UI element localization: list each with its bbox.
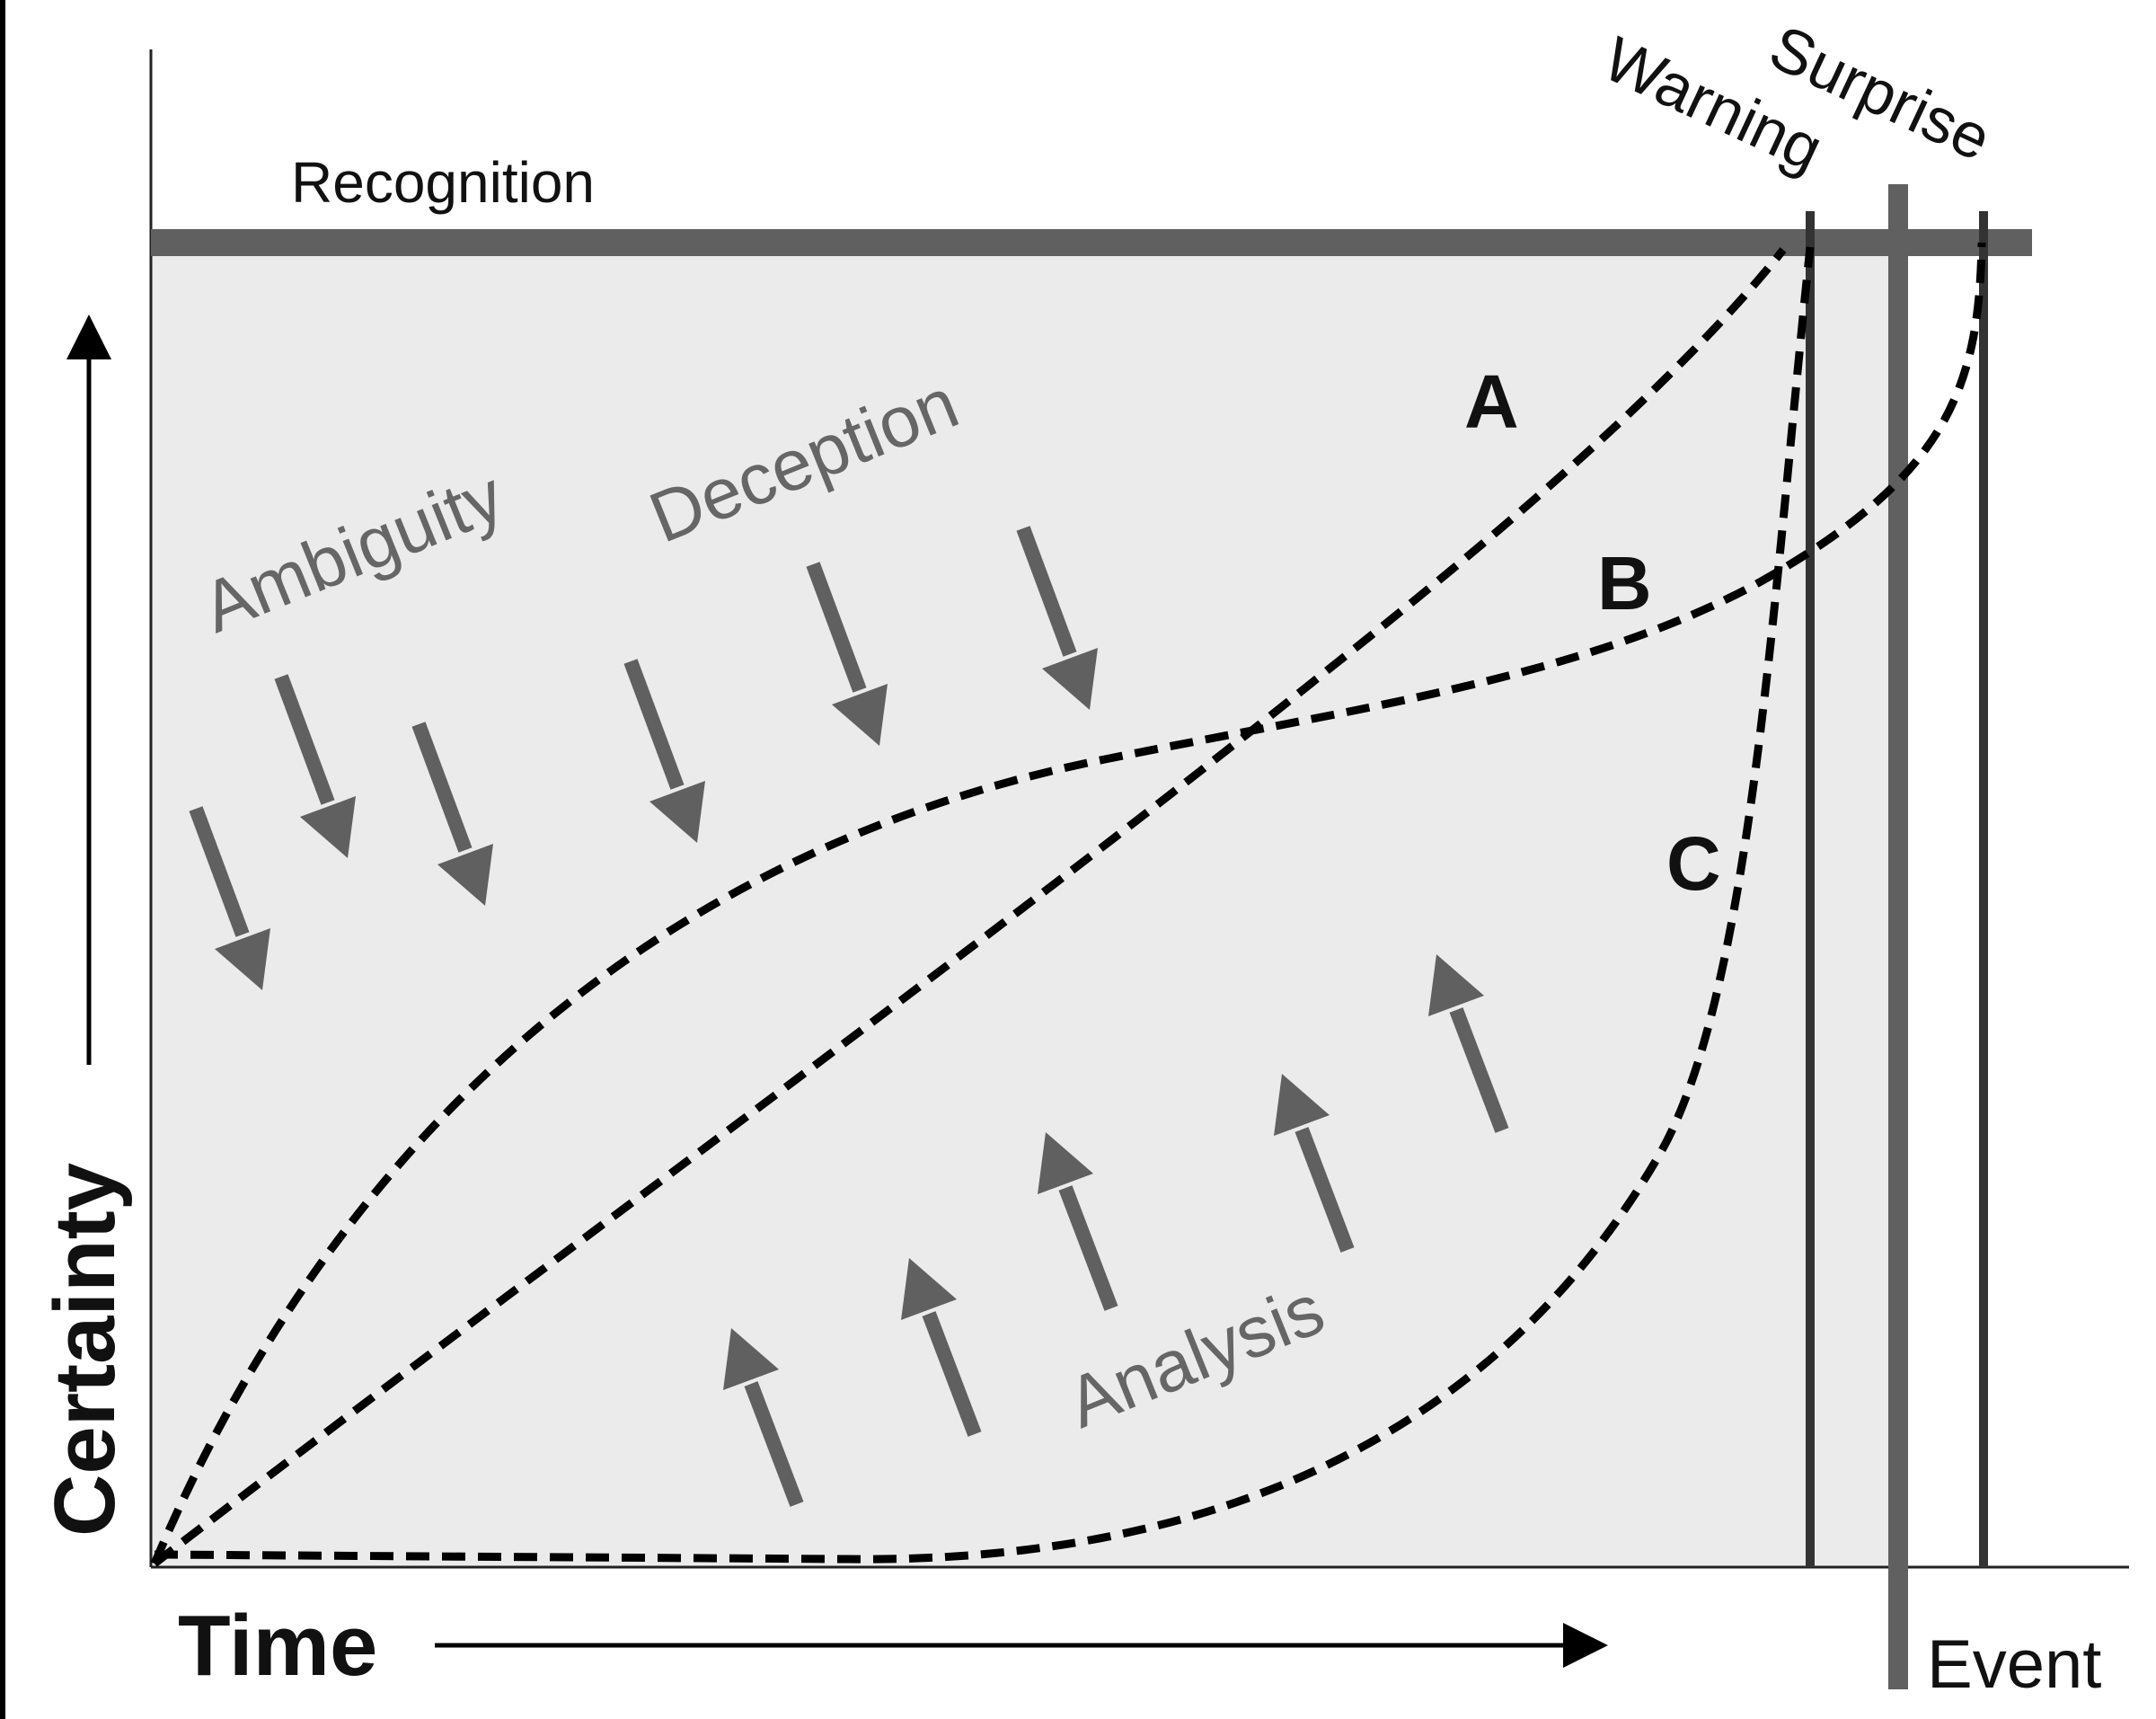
- down-arrow: [274, 674, 356, 858]
- up-arrow: [723, 1328, 804, 1507]
- up-arrow: [901, 1258, 982, 1437]
- curve-c: [154, 246, 1815, 1564]
- time-label: Time: [178, 1598, 377, 1694]
- recognition-label: Recognition: [291, 150, 595, 215]
- curve-b-label: B: [1597, 541, 1652, 625]
- down-arrow: [806, 562, 888, 746]
- certainty-label: Certainty: [37, 1163, 133, 1537]
- analysis-arrows: [723, 954, 1509, 1507]
- curve-a-label: A: [1464, 359, 1519, 444]
- ambiguity-arrows: [189, 526, 1098, 990]
- up-arrow: [1274, 1074, 1355, 1253]
- down-arrow: [189, 806, 270, 990]
- down-arrow: [411, 722, 493, 906]
- down-arrow: [1016, 526, 1098, 710]
- up-arrow: [1038, 1132, 1118, 1311]
- curve-b: [150, 242, 1986, 1565]
- up-arrow: [1428, 954, 1509, 1133]
- curve-c-label: C: [1666, 821, 1721, 906]
- curve-a: [152, 247, 1787, 1567]
- event-label: Event: [1927, 1626, 2101, 1703]
- down-arrow: [623, 659, 705, 843]
